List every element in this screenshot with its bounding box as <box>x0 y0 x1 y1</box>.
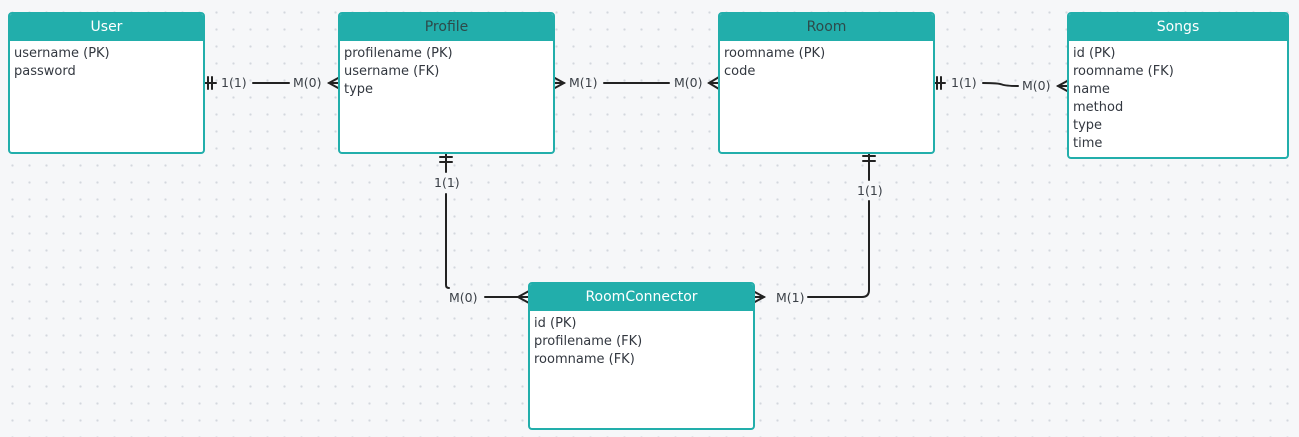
many-marker-profile-right <box>552 76 567 90</box>
cardinality-profile-room-profile: M(1) <box>569 75 598 90</box>
attribute-list: id (PK) roomname (FK) name method type t… <box>1069 41 1287 153</box>
one-mandatory-marker-room <box>936 76 942 90</box>
one-mandatory-marker-user <box>207 76 213 90</box>
many-marker-songs-left <box>1055 79 1070 93</box>
cardinality-profile-room-room: M(0) <box>674 75 703 90</box>
entity-user[interactable]: User username (PK) password <box>8 12 205 154</box>
attribute: profilename (PK) <box>344 46 453 61</box>
attribute-list: id (PK) profilename (FK) roomname (FK) <box>530 311 753 369</box>
cardinality-room-roomconnector-room: 1(1) <box>857 183 883 198</box>
one-mandatory-marker-room-bottom <box>862 155 876 162</box>
entity-title: Room <box>720 14 933 41</box>
entity-profile[interactable]: Profile profilename (PK) username (FK) t… <box>338 12 555 154</box>
one-mandatory-marker-profile <box>439 156 453 163</box>
connector-profile-roomconnector <box>445 152 450 289</box>
attribute: roomname (FK) <box>534 352 635 367</box>
attribute: id (PK) <box>534 316 577 331</box>
attribute: code <box>724 64 756 79</box>
many-marker-room-left <box>707 76 720 90</box>
many-marker-profile-left <box>326 76 341 90</box>
cardinality-user-profile-user: 1(1) <box>221 75 247 90</box>
attribute: method <box>1073 100 1124 115</box>
attribute: type <box>344 82 374 97</box>
entity-room[interactable]: Room roomname (PK) code <box>718 12 935 154</box>
many-marker-roomconnector-right <box>752 290 767 304</box>
attribute: time <box>1073 136 1103 151</box>
attribute-list: username (PK) password <box>10 41 203 81</box>
attribute: username (FK) <box>344 64 440 79</box>
entity-title: RoomConnector <box>530 284 753 311</box>
attribute-list: roomname (PK) code <box>720 41 933 81</box>
attribute: type <box>1073 118 1103 133</box>
entity-title: User <box>10 14 203 41</box>
entity-title: Profile <box>340 14 553 41</box>
cardinality-profile-roomconnector-roomconnector: M(0) <box>449 290 478 305</box>
attribute: roomname (FK) <box>1073 64 1174 79</box>
attribute: profilename (FK) <box>534 334 643 349</box>
attribute: name <box>1073 82 1110 97</box>
cardinality-user-profile-profile: M(0) <box>293 75 322 90</box>
attribute: roomname (PK) <box>724 46 826 61</box>
cardinality-room-songs-songs: M(0) <box>1022 78 1051 93</box>
entity-title: Songs <box>1069 14 1287 41</box>
attribute: password <box>14 64 76 79</box>
attribute: username (PK) <box>14 46 110 61</box>
attribute-list: profilename (PK) username (FK) type <box>340 41 553 99</box>
entity-roomconnector[interactable]: RoomConnector id (PK) profilename (FK) r… <box>528 282 755 430</box>
connector-room-roomconnector <box>752 152 870 298</box>
cardinality-room-roomconnector-roomconnector: M(1) <box>776 290 805 305</box>
many-marker-roomconnector-left <box>515 290 530 304</box>
attribute: id (PK) <box>1073 46 1116 61</box>
cardinality-profile-roomconnector-profile: 1(1) <box>434 175 460 190</box>
entity-songs[interactable]: Songs id (PK) roomname (FK) name method … <box>1067 12 1289 159</box>
cardinality-room-songs-room: 1(1) <box>951 75 977 90</box>
